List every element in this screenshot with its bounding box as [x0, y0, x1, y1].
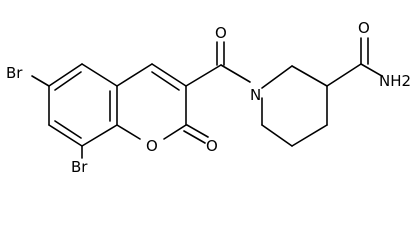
bond	[48, 63, 83, 87]
atom-label-o-ketone: O	[215, 24, 227, 42]
atom-label-nh2-amide: NH2	[379, 72, 411, 90]
bond	[116, 124, 141, 140]
bond	[31, 75, 50, 87]
bond-double-inner	[151, 71, 180, 91]
bond	[326, 63, 362, 87]
bond	[116, 63, 153, 87]
carboxamide	[326, 37, 383, 87]
bond	[183, 130, 206, 144]
lactone-carbonyl	[183, 124, 209, 144]
atom-label-br-bottom: Br	[71, 158, 88, 176]
bond	[81, 63, 118, 87]
atom-label-o-lactone: O	[206, 137, 218, 155]
molecule-diagram: Br Br O O O N O NH2	[6, 19, 411, 176]
atom-label-n-piperidine: N	[250, 86, 261, 104]
bond-double-inner	[54, 71, 82, 91]
bond	[261, 65, 293, 89]
atom-label-o-amide: O	[358, 19, 370, 37]
bond	[291, 65, 328, 87]
bond	[291, 124, 328, 147]
atom-label-o-ring: O	[146, 137, 158, 155]
pyrone-ring	[116, 63, 187, 140]
bond-double-inner	[54, 120, 82, 139]
bond	[185, 64, 222, 87]
bond	[151, 63, 187, 87]
bond	[360, 63, 383, 77]
benzene-ring	[48, 63, 118, 147]
bond	[81, 124, 118, 147]
bond	[220, 64, 251, 83]
bond	[163, 124, 187, 140]
bond	[48, 124, 83, 147]
bond	[261, 124, 293, 147]
bond	[186, 124, 209, 138]
piperidine-ring	[261, 65, 328, 147]
ketone-linker	[185, 41, 251, 87]
atom-label-br-top: Br	[6, 64, 23, 82]
